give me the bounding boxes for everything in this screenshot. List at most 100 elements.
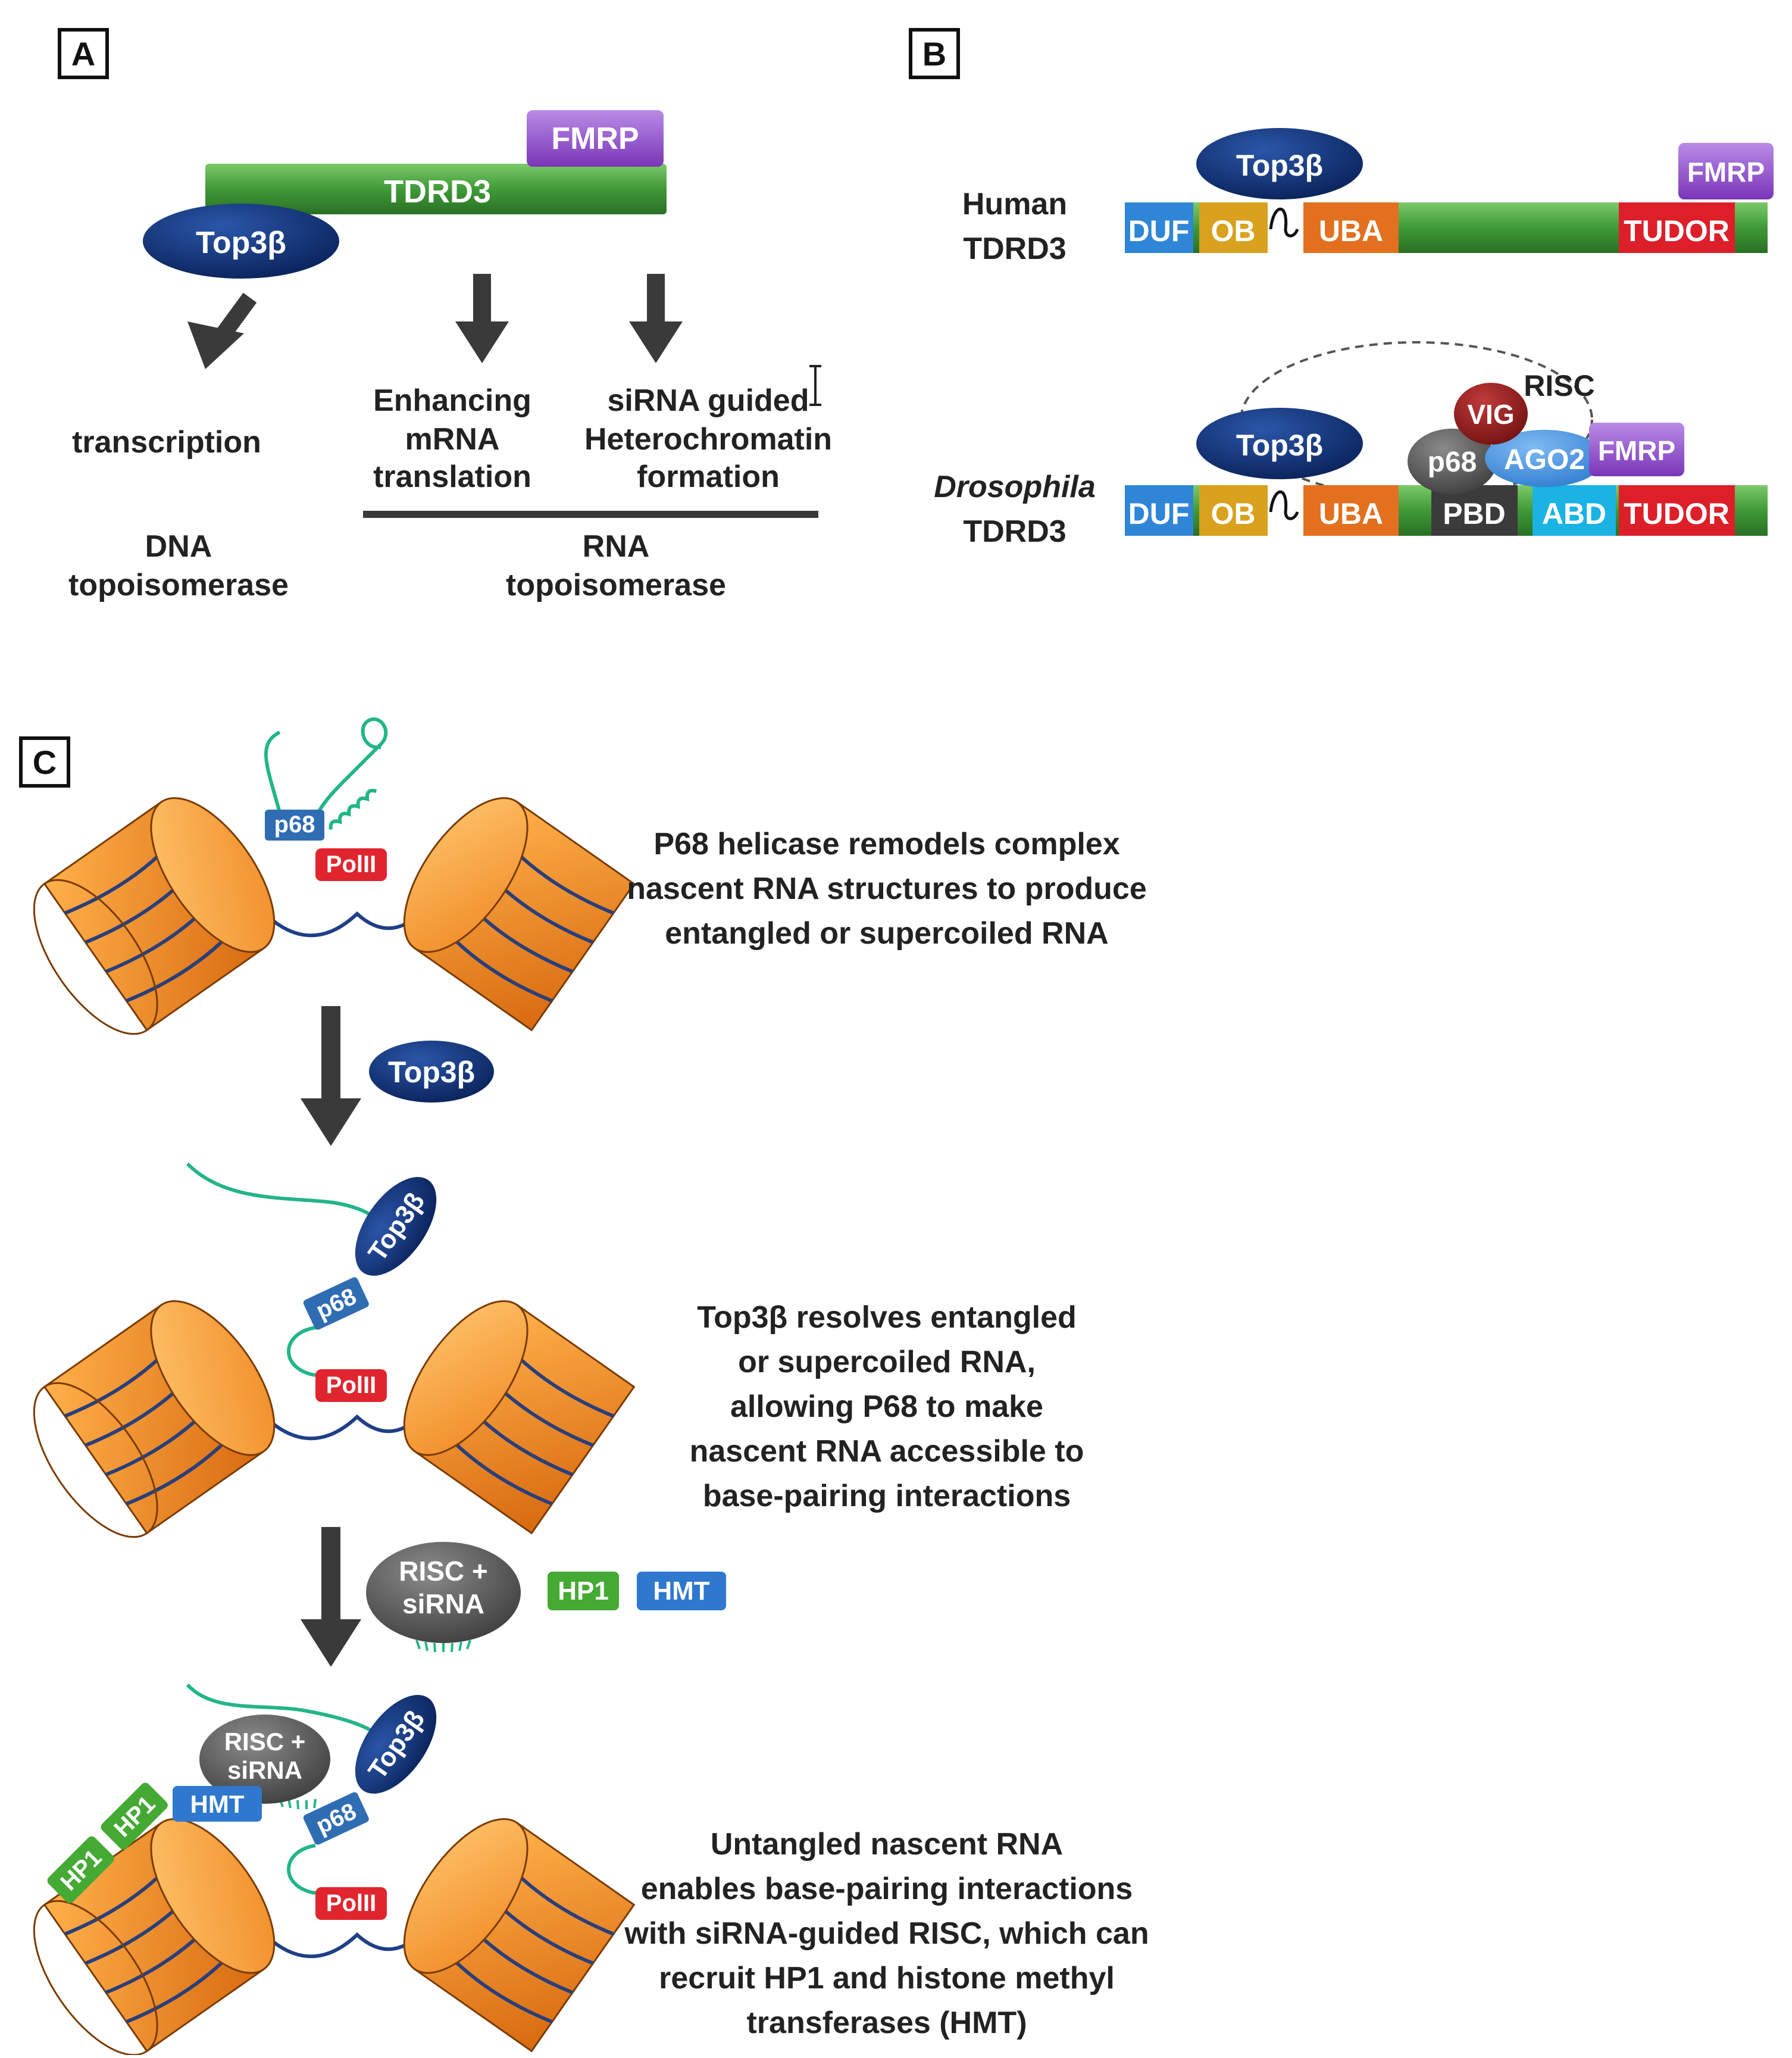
hp1-bound-1 (101, 1782, 168, 1850)
rna-loop-3 (287, 1844, 316, 1895)
p68-box-1 (265, 810, 324, 841)
arrow-translation-head (455, 321, 509, 363)
dro-duf-label: DUF (1128, 497, 1190, 530)
sirna-line-3: formation (637, 460, 780, 494)
polii-box-1 (315, 848, 387, 881)
risc-bound-line-2: siRNA (227, 1756, 302, 1784)
enhancing-line-2: mRNA (405, 422, 500, 457)
dro-abd-label: ABD (1542, 497, 1606, 530)
polii-label-1: PolII (326, 851, 376, 877)
tdrd3-label: TDRD3 (384, 174, 491, 210)
hmt-bound (173, 1786, 262, 1822)
drosophila-line-1: Drosophila (934, 470, 1096, 504)
step3-line-2: enables base-pairing interactions (641, 1872, 1133, 1906)
human-tudor (1619, 202, 1735, 253)
top3b-free (369, 1041, 494, 1103)
dro-fmrp (1589, 423, 1684, 476)
sirna-strand-free (415, 1639, 471, 1653)
step3-line-4: recruit HP1 and histone methyl (659, 1961, 1115, 1995)
drosophila-line-2: TDRD3 (963, 514, 1066, 549)
arrow-step-2-head (301, 1619, 361, 1667)
human-line-1: Human (962, 187, 1067, 221)
dro-linker (1269, 491, 1299, 520)
top3b-bound-3 (355, 1695, 437, 1794)
nucleosome-right-1 (380, 778, 634, 1030)
p68-box-3 (303, 1792, 369, 1845)
human-duf (1125, 202, 1193, 253)
dro-top3b-label: Top3β (1236, 429, 1323, 462)
step3-line-3: with siRNA-guided RISC, which can (624, 1916, 1149, 1951)
top3b-free-label: Top3β (388, 1055, 475, 1089)
polii-label-3: PolII (326, 1890, 376, 1916)
step2-line-3: allowing P68 to make (730, 1389, 1043, 1424)
dna-topo-line-1: DNA (145, 529, 212, 564)
enhancing-line-1: Enhancing (373, 383, 531, 418)
panel-a-label: A (71, 35, 95, 73)
arrow-sirna-head (629, 321, 683, 363)
dro-tudor (1619, 485, 1735, 536)
panel-b-label: B (922, 35, 946, 73)
p68-box-2 (303, 1277, 369, 1330)
dro-ago2-label: AGO2 (1504, 444, 1585, 476)
arrow-step-2 (321, 1527, 340, 1622)
dro-ago2 (1485, 430, 1604, 487)
human-ob-label: OB (1211, 214, 1256, 248)
stage-1: p68 PolII (10, 717, 634, 1054)
arrow-transcription-head (187, 321, 244, 369)
risc-bound-line-1: RISC + (224, 1728, 306, 1756)
risc-sirna-free (366, 1542, 521, 1643)
risc-sirna-bound (199, 1715, 330, 1804)
human-duf-label: DUF (1128, 214, 1190, 248)
nucleosome-left-1 (10, 778, 298, 1054)
hp1-bound-2 (47, 1836, 114, 1903)
human-fmrp (1678, 143, 1774, 199)
nucleosome-right-3 (380, 1799, 634, 2051)
nucleosome-right-2 (380, 1281, 634, 1534)
rna-divider (363, 511, 818, 518)
step1-line-1: P68 helicase remodels complex (653, 827, 1119, 861)
text-cursor-icon (809, 365, 821, 406)
nucleosome-left-3 (10, 1799, 298, 2055)
step2-line-1: Top3β resolves entangled (697, 1300, 1077, 1335)
panel-c: C p68 PolII P68 helicase remodels comple… (10, 717, 1149, 2055)
panel-b: B Human TDRD3 DUF OB UBA TUDOR Top3β FMR… (909, 28, 1774, 549)
human-top3b (1196, 128, 1363, 199)
rna-strand-1 (264, 717, 388, 829)
dro-uba-label: UBA (1319, 497, 1383, 530)
step3-line-5: transferases (HMT) (746, 2006, 1027, 2040)
rna-topo-line-1: RNA (583, 529, 650, 564)
top3b-label: Top3β (196, 226, 286, 260)
human-uba (1303, 202, 1399, 253)
arrow-step-1-head (301, 1098, 361, 1146)
fmrp-label: FMRP (551, 121, 639, 156)
human-top3b-label: Top3β (1236, 149, 1323, 182)
dna-topo-line-2: topoisomerase (68, 568, 289, 602)
arrow-step-1 (321, 1006, 340, 1101)
hmt-bound-label: HMT (190, 1790, 245, 1818)
stage-2: Top3β p68 PolII (10, 1162, 634, 1557)
step1-line-3: entangled or supercoiled RNA (665, 916, 1108, 951)
dro-p68-label: p68 (1428, 446, 1477, 478)
top3b-bound-2 (355, 1177, 437, 1276)
human-linker (1269, 208, 1299, 238)
arrow-translation (473, 274, 491, 324)
rna-coil-1 (329, 789, 377, 830)
step1-line-2: nascent RNA structures to produce (627, 872, 1147, 906)
dro-vig-label: VIG (1467, 399, 1514, 430)
p68-label-1: p68 (274, 811, 315, 838)
human-ob (1199, 202, 1268, 253)
human-fmrp-label: FMRP (1687, 157, 1765, 188)
risc-free-line-2: siRNA (402, 1588, 484, 1619)
sirna-line-1: siRNA guided (608, 383, 809, 418)
human-uba-label: UBA (1319, 214, 1383, 248)
panel-a: A TDRD3 FMRP Top3β transcription Enhanci… (58, 28, 832, 602)
polii-label-2: PolII (326, 1372, 376, 1398)
human-line-2: TDRD3 (963, 232, 1066, 266)
step3-line-1: Untangled nascent RNA (711, 1827, 1063, 1862)
dro-ob-label: OB (1211, 497, 1256, 530)
dro-duf (1125, 485, 1193, 536)
dro-p68 (1408, 429, 1497, 494)
panel-c-label-box (19, 736, 70, 788)
rna-topo-line-2: topoisomerase (506, 568, 726, 602)
